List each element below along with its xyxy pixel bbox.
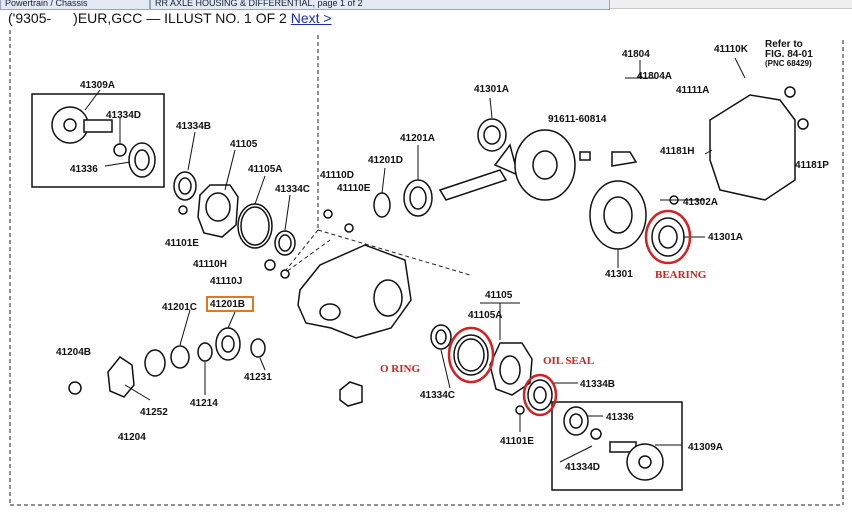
label-41334C-bottom: 41334C — [420, 390, 455, 401]
label-41201B: 41201B — [210, 299, 245, 310]
leader-lines — [84, 57, 746, 463]
side-seal-group-right — [430, 324, 553, 415]
refer-line-3: (PNC 68429) — [765, 59, 812, 68]
label-41101E-bottom: 41101E — [500, 436, 534, 447]
label-41804: 41804 — [622, 49, 650, 60]
label-41204: 41204 — [118, 432, 146, 443]
flange-chain-left — [68, 327, 266, 398]
label-41336-top: 41336 — [70, 164, 98, 175]
label-41231: 41231 — [244, 372, 272, 383]
label-41181P: 41181P — [795, 160, 829, 171]
label-41309A-bottom: 41309A — [688, 442, 723, 453]
label-41105A-top: 41105A — [248, 164, 282, 175]
label-41101E-top: 41101E — [165, 238, 199, 249]
browser-tab-strip: Powertrain / Chassis RR AXLE HOUSING & D… — [0, 0, 852, 10]
label-41110H: 41110H — [193, 259, 227, 270]
label-41334D-bottom: 41334D — [565, 462, 600, 473]
label-41334B-bottom: 41334B — [580, 379, 615, 390]
parts-diagram: 41309A 41334D 41336 41334B 41105 41105A … — [9, 30, 844, 506]
label-91611-60814: 91611-60814 — [548, 114, 607, 125]
label-41301A-top: 41301A — [474, 84, 509, 95]
label-41111A: 41111A — [676, 85, 709, 96]
illustration-number: ILLUST NO. 1 OF 2 — [164, 10, 287, 26]
hub-flange-group-top — [31, 93, 165, 188]
label-41181H: 41181H — [660, 146, 694, 157]
label-41201C: 41201C — [162, 302, 197, 313]
label-41110D: 41110D — [320, 170, 354, 181]
label-41201A: 41201A — [400, 133, 435, 144]
hub-flange-group-bottom — [551, 401, 683, 491]
label-41252: 41252 — [140, 407, 168, 418]
tab-rr-axle-housing[interactable]: RR AXLE HOUSING & DIFFERENTIAL, page 1 o… — [150, 0, 610, 10]
side-seal-group-left — [173, 171, 354, 279]
label-41105-top: 41105 — [230, 139, 258, 150]
label-41201D: 41201D — [368, 155, 403, 166]
annotation-oil-seal: OIL SEAL — [543, 355, 594, 367]
callout-highlights — [447, 209, 692, 417]
refer-line-2: FIG. 84-01 — [765, 49, 813, 60]
label-41110J: 41110J — [210, 276, 242, 287]
annotation-bearing: BEARING — [655, 269, 707, 281]
annotation-o-ring: O RING — [380, 363, 420, 375]
part-labels: 41309A 41334D 41336 41334B 41105 41105A … — [56, 39, 829, 473]
label-41301: 41301 — [605, 269, 633, 280]
next-illustration-link[interactable]: Next > — [290, 10, 332, 26]
red-annotations: BEARING O RING OIL SEAL — [380, 269, 707, 375]
highlight-box-41201B — [206, 296, 254, 312]
label-41804A: 41804A — [637, 71, 672, 82]
label-41334C-top: 41334C — [275, 184, 310, 195]
label-41336-bottom: 41336 — [606, 412, 634, 423]
label-41309A-top: 41309A — [80, 80, 115, 91]
refer-line-1: Refer to — [765, 39, 803, 50]
illustration-header: ('9305- )EUR,GCC — ILLUST NO. 1 OF 2 Next… — [8, 10, 332, 26]
label-41110E: 41110E — [337, 183, 371, 194]
label-41214: 41214 — [190, 398, 218, 409]
label-41302A: 41302A — [683, 197, 718, 208]
separator: — — [146, 10, 161, 26]
tab-powertrain-chassis[interactable]: Powertrain / Chassis — [0, 0, 150, 10]
pinion-group — [373, 118, 591, 218]
label-41301A-right: 41301A — [708, 232, 743, 243]
label-41334B-top: 41334B — [176, 121, 211, 132]
label-41105A-bottom: 41105A — [468, 310, 502, 321]
market-code: )EUR,GCC — [73, 10, 143, 26]
diagram-frame — [9, 30, 844, 506]
label-41110K: 41110K — [714, 44, 749, 55]
label-41204B: 41204B — [56, 347, 91, 358]
diff-case-right — [589, 86, 809, 257]
label-41334D-top: 41334D — [106, 110, 141, 121]
diff-carrier — [297, 244, 412, 407]
label-41105-bottom: 41105 — [485, 290, 513, 301]
model-prefix: ('9305- — [8, 10, 52, 26]
